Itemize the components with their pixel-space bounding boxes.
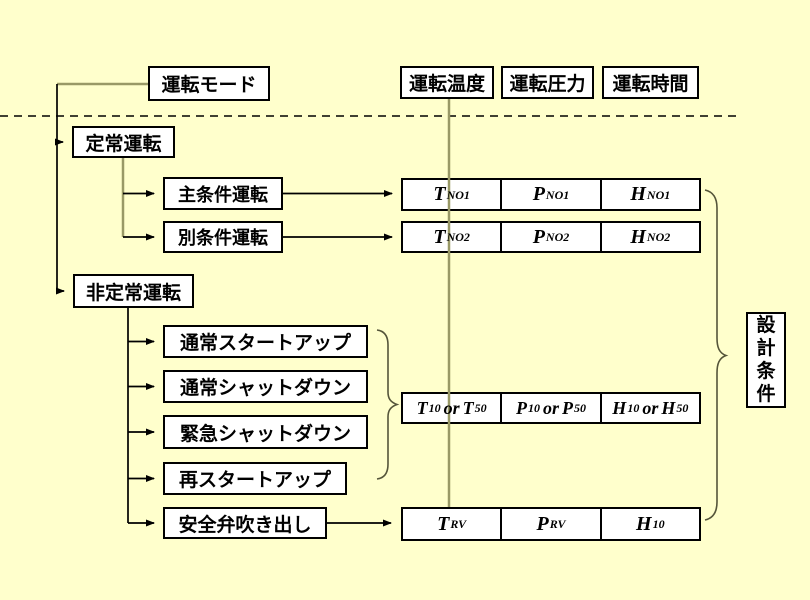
operation-mode-box: 運転モード [148,66,270,101]
other-condition-operation-box: 別条件運転 [163,221,283,253]
normal-startup-box: 通常スタートアップ [163,325,368,358]
unsteady-operation-box: 非定常運転 [73,274,194,308]
safety-valve-blowout-label: 安全弁吹き出し [178,513,312,536]
main-condition-operation-box: 主条件運転 [163,177,283,210]
emergency-shutdown-label: 緊急シャットダウン [179,422,351,445]
operating-time-label: 運転時間 [612,73,689,95]
operating-pressure-label: 運転圧力 [509,73,586,95]
large-grouping-brace [704,189,729,521]
header-operating-pressure: 運転圧力 [501,66,594,99]
other-condition-operation-label: 別条件運転 [178,228,268,249]
unsteady-operation-label: 非定常運転 [85,281,181,304]
emergency-shutdown-box: 緊急シャットダウン [163,415,368,449]
safety-valve-blowout-box: 安全弁吹き出し [163,507,327,539]
normal-shutdown-label: 通常シャットダウン [179,377,351,399]
design-conditions-label: 設計条件 [756,314,776,405]
restart-label: 再スタートアップ [178,469,331,491]
operating-temperature-label: 運転温度 [408,73,485,95]
header-operating-time: 運転時間 [602,66,699,99]
steady-operation-label: 定常運転 [85,132,162,155]
restart-box: 再スタートアップ [163,462,347,495]
normal-shutdown-box: 通常シャットダウン [163,370,368,403]
main-condition-operation-label: 主条件運転 [178,184,268,206]
small-grouping-brace [376,329,400,480]
operation-mode-label: 運転モード [161,74,257,96]
steady-operation-box: 定常運転 [72,126,175,158]
design-conditions-box: 設計条件 [746,312,786,408]
normal-startup-label: 通常スタートアップ [179,332,351,354]
header-operating-temperature: 運転温度 [400,66,494,99]
